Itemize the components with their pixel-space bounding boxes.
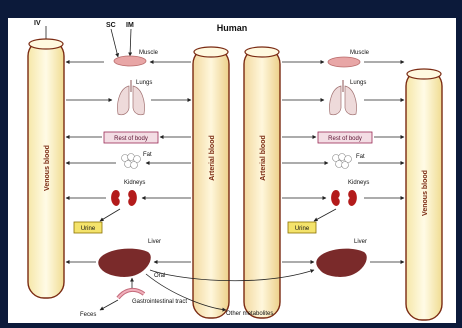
kidneys-label-right: Kidneys	[348, 180, 369, 186]
sc-arrow	[111, 29, 118, 57]
arterial-label-left: Arterial blood	[209, 135, 216, 181]
lungs-label-right: Lungs	[350, 80, 366, 86]
fat-label: Fat	[143, 152, 152, 158]
diagram-panel: Human IV SC IM Venous blood Arterial blo…	[8, 18, 456, 323]
arterial-label-right: Arterial blood	[260, 135, 267, 181]
muscle-icon	[114, 56, 146, 66]
kidneys-icon-right	[331, 190, 357, 206]
gi-tract-label: Gastrointestinal tract	[132, 299, 187, 305]
venous-vessel-left: Venous blood	[28, 39, 64, 298]
muscle-label-right: Muscle	[350, 50, 370, 56]
im-label: IM	[126, 22, 134, 29]
gi-tract-icon	[118, 290, 144, 298]
venous-label-right: Venous blood	[422, 170, 429, 216]
faeces-label: Feces	[80, 312, 96, 318]
liver-label-left: Liver	[148, 239, 161, 245]
urine-label-right: Urine	[295, 226, 310, 232]
urine-label-left: Urine	[81, 226, 96, 232]
muscle-icon-right	[328, 57, 360, 67]
liver-icon-left	[98, 249, 151, 277]
fat-icon	[122, 154, 141, 169]
kidneys-label: Kidneys	[124, 180, 145, 186]
other-metabolites-label: Other metabolites	[226, 311, 273, 317]
arterial-vessel-left: Arterial blood	[193, 47, 229, 318]
sc-label: SC	[106, 22, 116, 29]
muscle-label: Muscle	[139, 50, 159, 56]
pharmacokinetics-diagram: Human IV SC IM Venous blood Arterial blo…	[8, 18, 456, 323]
liver-label-right: Liver	[354, 239, 367, 245]
venous-vessel-right: Venous blood	[406, 69, 442, 320]
rest-of-body-label-left: Rest of body	[114, 136, 148, 142]
arterial-vessel-right: Arterial blood	[244, 47, 280, 318]
iv-label: IV	[34, 20, 41, 27]
fat-icon-right	[333, 154, 352, 169]
rest-of-body-label-right: Rest of body	[328, 136, 362, 142]
fat-label-right: Fat	[356, 154, 365, 160]
kidneys-icon	[111, 190, 137, 206]
diagram-title: Human	[217, 23, 248, 33]
liver-icon-right	[316, 249, 367, 277]
venous-label-left: Venous blood	[44, 145, 51, 191]
im-arrow	[130, 29, 131, 56]
lungs-label: Lungs	[136, 80, 152, 86]
